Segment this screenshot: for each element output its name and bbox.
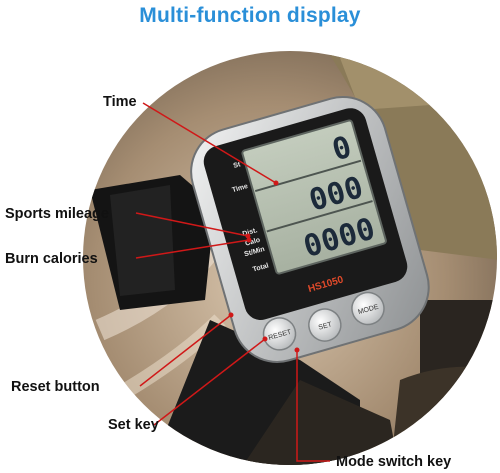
- callout-set-key: Set key: [108, 417, 159, 433]
- lcd-screen: [241, 119, 387, 275]
- label-total: Total: [252, 262, 270, 273]
- leader-line-burn-calories: [135, 239, 250, 259]
- leader-line-set: [153, 338, 266, 426]
- label-time: Time: [231, 183, 249, 194]
- label-dist: Dist.: [242, 227, 259, 238]
- mode-button[interactable]: MODE: [348, 289, 388, 329]
- callout-burn-calories: Burn calories: [5, 251, 98, 267]
- monitor-device: 0 000 0000 St Time Dist. Calo St/Min Tot…: [190, 95, 430, 363]
- callout-sports-mileage: Sports mileage: [5, 206, 109, 222]
- leader-line-mode: [296, 350, 330, 462]
- callout-mode-switch-key: Mode switch key: [336, 454, 452, 470]
- label-st: St: [233, 161, 242, 170]
- leader-line-reset: [139, 314, 232, 387]
- leader-line-time: [142, 102, 277, 184]
- callout-time: Time: [103, 94, 137, 110]
- callout-reset-button: Reset button: [11, 379, 100, 395]
- leader-lines: [135, 102, 330, 462]
- leader-line-sports-mileage: [135, 212, 249, 237]
- reset-button[interactable]: RESET: [260, 314, 300, 354]
- page-title: Multi-function display: [139, 4, 361, 27]
- label-calo: Calo: [245, 237, 262, 248]
- set-button-label: SET: [318, 321, 334, 332]
- set-button[interactable]: SET: [305, 305, 345, 345]
